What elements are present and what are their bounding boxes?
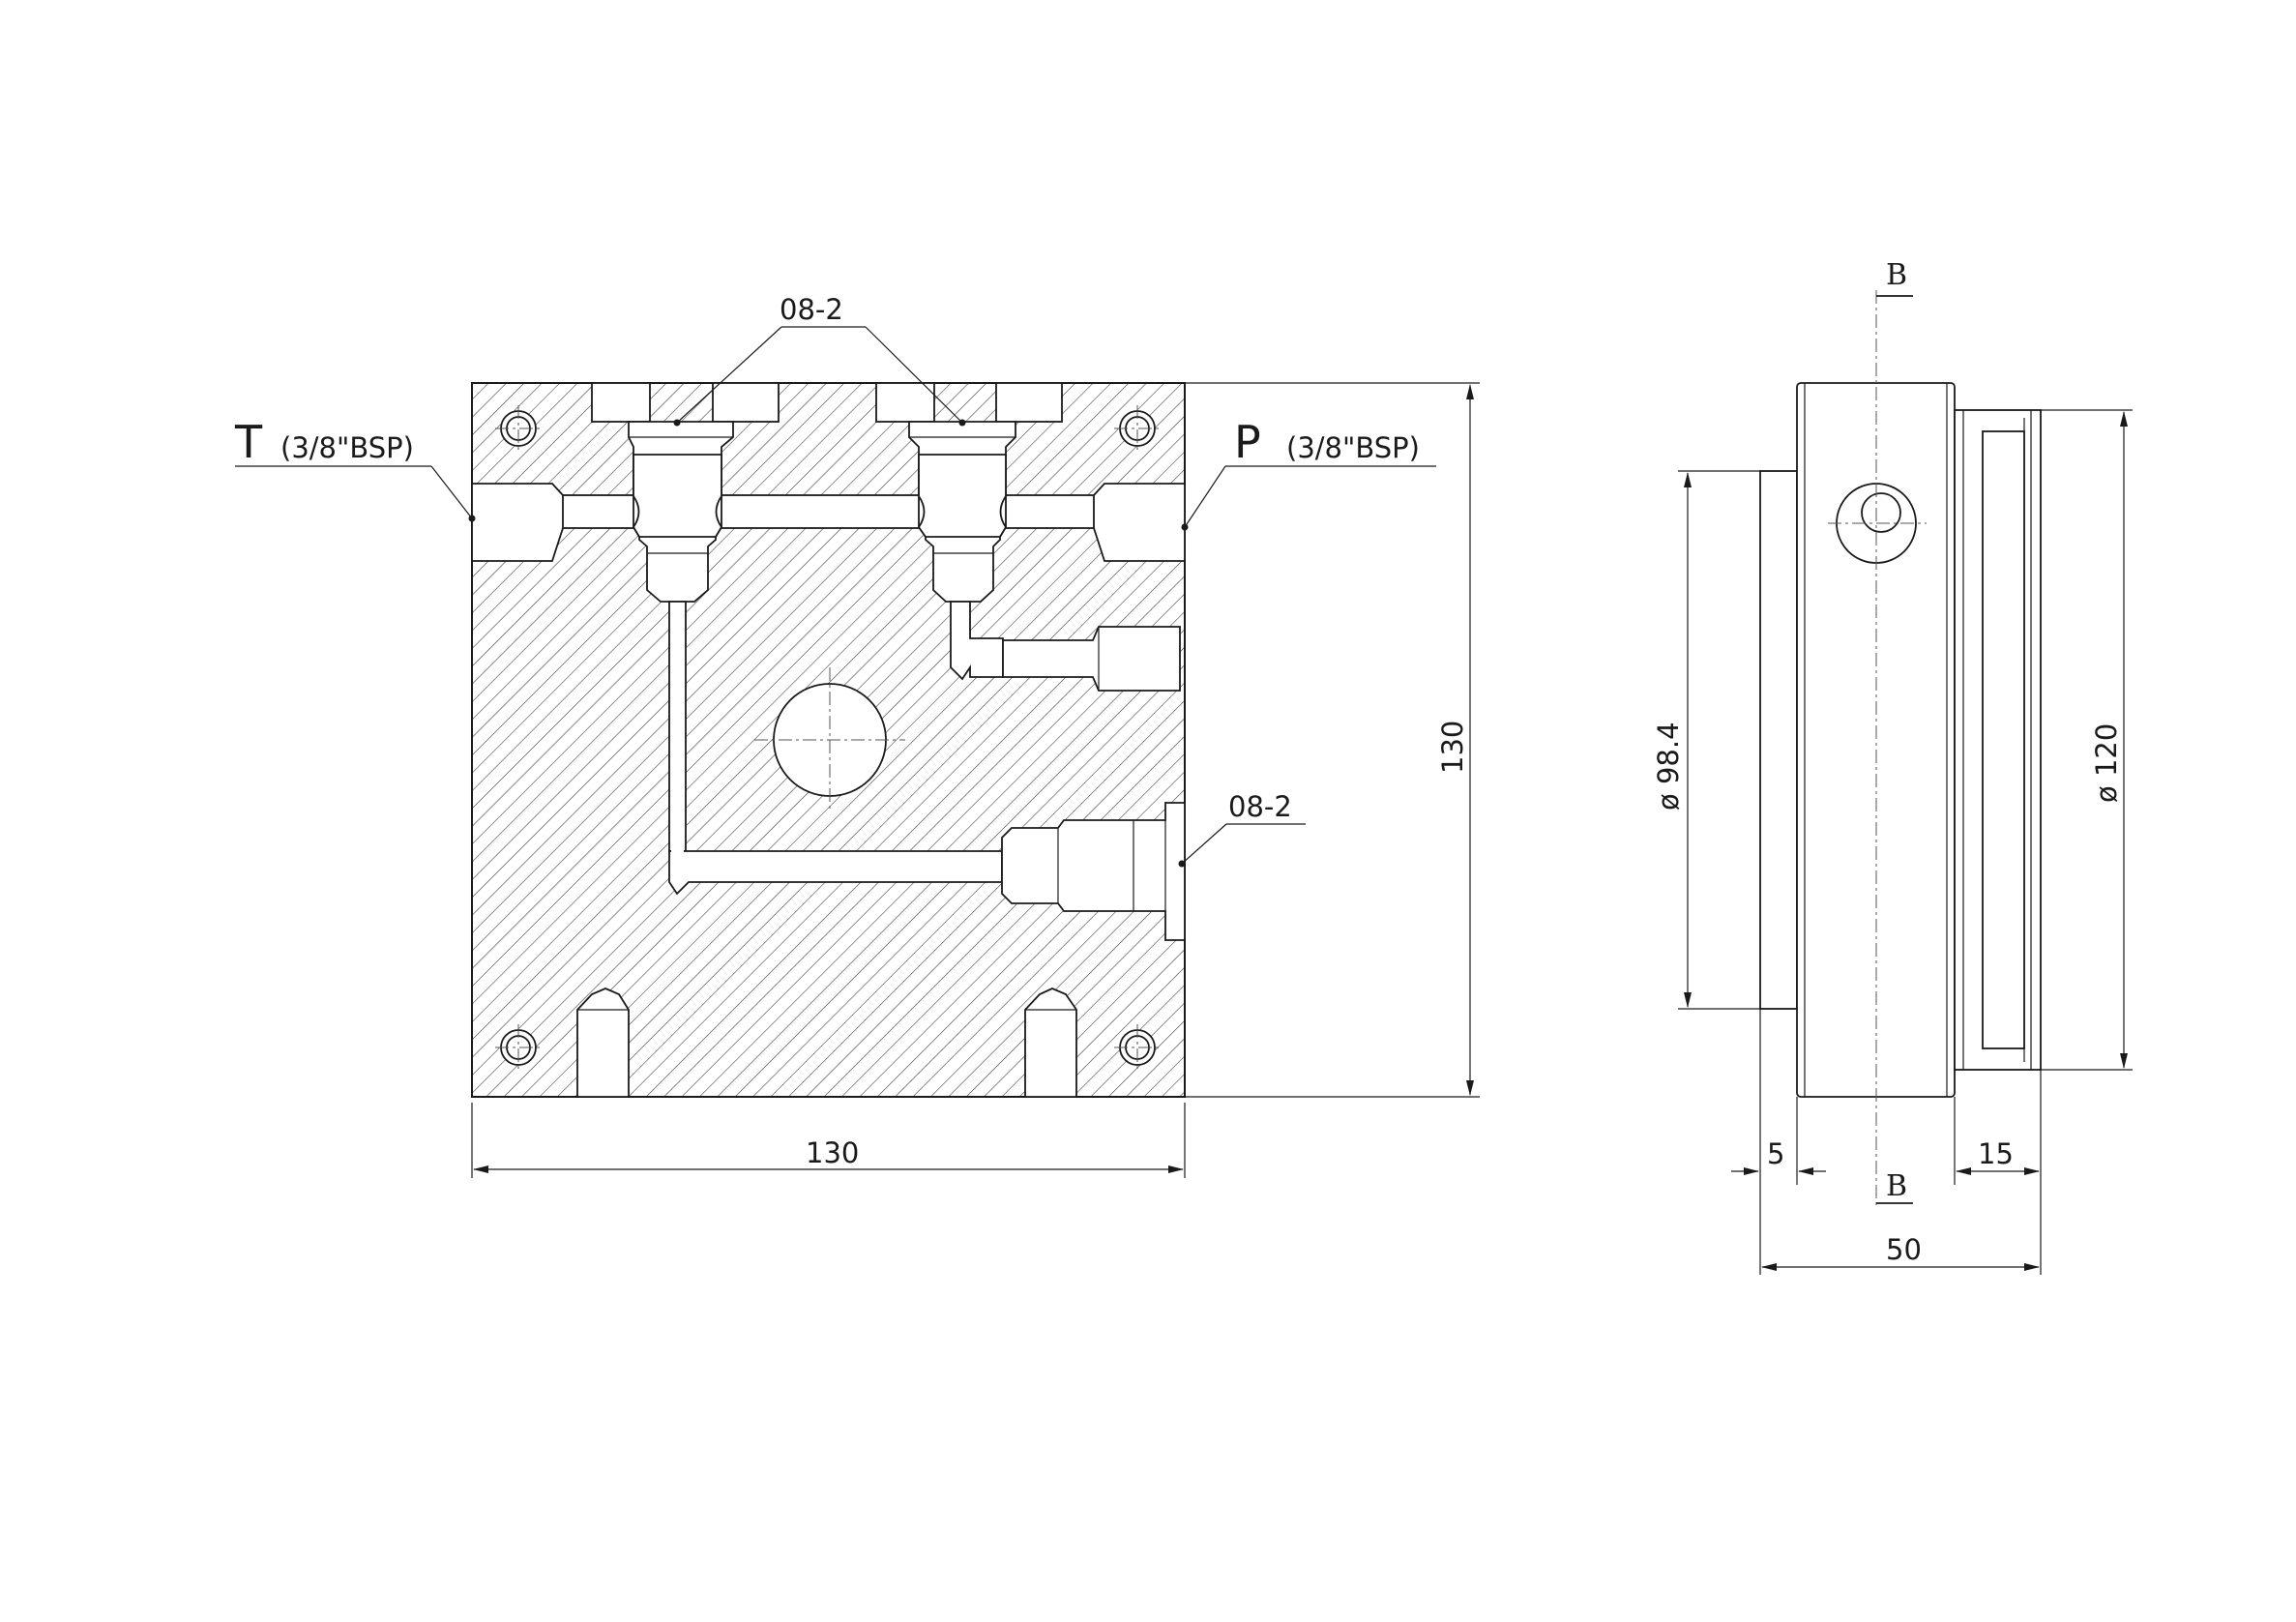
top-notch bbox=[875, 382, 935, 423]
drilling-right bbox=[950, 601, 1004, 681]
cavity-side bbox=[1001, 802, 1186, 941]
port-p-bore bbox=[1093, 483, 1186, 562]
bottom-hole-left bbox=[576, 988, 630, 1098]
section-mark-bottom: B bbox=[1886, 1169, 1907, 1203]
top-notch bbox=[995, 382, 1063, 423]
side-port-upper bbox=[1002, 626, 1181, 692]
port-p-size: (3/8"BSP) bbox=[1286, 431, 1420, 464]
dim-large-diameter: ø 120 bbox=[2090, 723, 2123, 803]
dim-small-diameter: ø 98.4 bbox=[1652, 722, 1685, 811]
top-notch bbox=[712, 382, 780, 423]
cavity-label-top: 08-2 bbox=[780, 293, 843, 326]
port-t-letter: T bbox=[234, 416, 263, 468]
corner-holes bbox=[495, 405, 1161, 1071]
front-section-view: T (3/8"BSP) P (3/8"BSP) 08-2 08-2 130 13… bbox=[234, 293, 1480, 1178]
side-port-inner bbox=[1861, 492, 1901, 533]
cavity-label-side: 08-2 bbox=[1228, 790, 1292, 823]
section-mark-top: B bbox=[1886, 258, 1907, 292]
top-notch bbox=[591, 382, 651, 423]
dim-height: 130 bbox=[1436, 721, 1469, 774]
spigot bbox=[1759, 470, 1798, 1010]
drilling-vertical bbox=[668, 601, 687, 852]
dim-width: 130 bbox=[806, 1136, 859, 1169]
dim-length: 50 bbox=[1886, 1233, 1922, 1266]
bottom-hole-right bbox=[1024, 988, 1077, 1098]
side-view: B B ø 98.4 ø 120 5 15 50 bbox=[1652, 258, 2133, 1275]
port-p-letter: P bbox=[1234, 416, 1261, 468]
port-t-bore bbox=[471, 483, 564, 562]
dim-flange: 15 bbox=[1978, 1137, 2014, 1170]
port-t-size: (3/8"BSP) bbox=[280, 431, 414, 464]
dim-spigot: 5 bbox=[1767, 1137, 1784, 1170]
